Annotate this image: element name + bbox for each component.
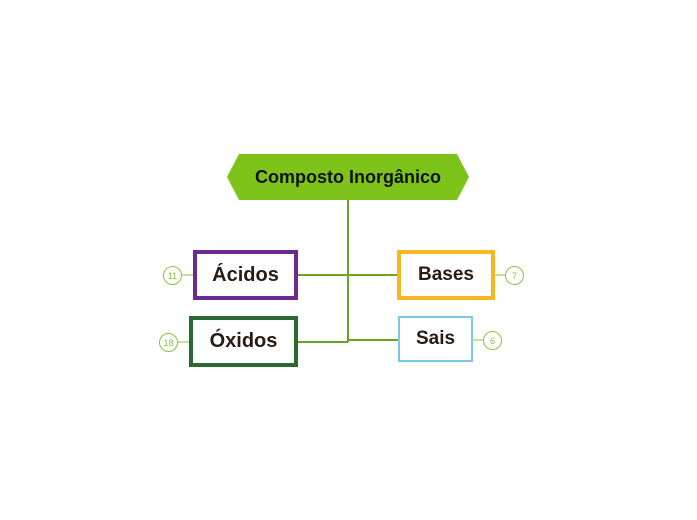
topic-sais[interactable]: Sais (398, 316, 473, 362)
topic-label-bases: Bases (418, 264, 474, 285)
subtopic-count-badge-bases[interactable]: 7 (505, 266, 524, 285)
badge-count-bases: 7 (511, 270, 517, 281)
subtopic-count-badge-acidos[interactable]: 11 (163, 266, 182, 285)
topic-label-sais: Sais (415, 328, 456, 349)
root-topic-label: Composto Inorgânico (255, 166, 441, 187)
badge-count-oxidos: 18 (163, 337, 174, 348)
topic-bases[interactable]: Bases (397, 250, 495, 300)
root-topic-composto-inorganico[interactable]: Composto Inorgânico (227, 154, 469, 200)
topic-acidos[interactable]: Ácidos (193, 250, 298, 300)
badge-count-sais: 6 (489, 335, 495, 346)
subtopic-count-badge-oxidos[interactable]: 18 (159, 333, 178, 352)
topic-label-acidos: Ácidos (212, 263, 279, 286)
badge-count-acidos: 11 (167, 270, 178, 281)
subtopic-count-badge-sais[interactable]: 6 (483, 331, 502, 350)
topic-label-oxidos: Óxidos (209, 330, 278, 352)
topic-oxidos[interactable]: Óxidos (189, 316, 298, 367)
